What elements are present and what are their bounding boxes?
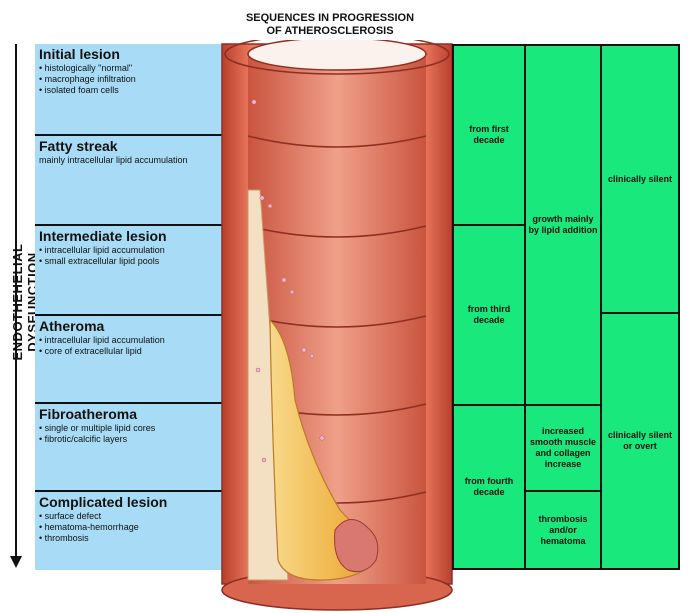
stage-atheroma: Atheroma intracellular lipid accumulatio… bbox=[35, 316, 228, 404]
stage-intermediate-lesion: Intermediate lesion intracellular lipid … bbox=[35, 226, 228, 316]
stage-bullet: fibrotic/calcific layers bbox=[39, 434, 224, 445]
stage-initial-lesion: Initial lesion histologically "normal" m… bbox=[35, 44, 228, 136]
onset-label: from third decade bbox=[467, 304, 511, 325]
onset-fourth-decade: from fourth decade bbox=[452, 404, 526, 570]
title-line-2: OF ATHEROSCLEROSIS bbox=[266, 25, 394, 37]
onset-first-decade: from first decade bbox=[452, 44, 526, 226]
clinical-silent: clinically silent bbox=[600, 44, 680, 314]
thrombus bbox=[334, 519, 379, 573]
progression-arrow-head-icon bbox=[10, 556, 22, 568]
stage-title: Complicated lesion bbox=[39, 494, 168, 510]
growth-label: increased smooth muscle and collagen inc… bbox=[529, 426, 596, 469]
growth-thrombosis: thrombosis and/or hematoma bbox=[524, 490, 602, 570]
stage-fibroatheroma: Fibroatheroma single or multiple lipid c… bbox=[35, 404, 228, 492]
growth-smooth-muscle: increased smooth muscle and collagen inc… bbox=[524, 404, 602, 492]
onset-third-decade: from third decade bbox=[452, 224, 526, 406]
stage-bullet: surface defect bbox=[39, 511, 224, 522]
stage-bullet: small extracellular lipid pools bbox=[39, 256, 224, 267]
stage-bullet: single or multiple lipid cores bbox=[39, 423, 224, 434]
stage-bullet: macrophage infiltration bbox=[39, 74, 224, 85]
foam-cells bbox=[251, 99, 325, 463]
endothelial-dysfunction-label: ENDOTHEHELIAL DYSFUNCTION bbox=[10, 243, 40, 361]
stage-description: mainly intracellular lipid accumulation bbox=[39, 155, 188, 165]
artery-illustration bbox=[221, 40, 453, 611]
stage-title: Atheroma bbox=[39, 318, 105, 334]
stage-bullet: isolated foam cells bbox=[39, 85, 224, 96]
stage-bullet: intracellular lipid accumulation bbox=[39, 335, 224, 346]
stage-complicated-lesion: Complicated lesion surface defect hemato… bbox=[35, 492, 228, 570]
growth-label: growth mainly by lipid addition bbox=[528, 214, 598, 235]
title-line-1: SEQUENCES IN PROGRESSION bbox=[245, 12, 415, 24]
growth-lipid-addition: growth mainly by lipid addition bbox=[524, 44, 602, 406]
stage-title: Intermediate lesion bbox=[39, 228, 167, 244]
onset-label: from fourth decade bbox=[464, 476, 514, 497]
growth-label: thrombosis and/or hematoma bbox=[538, 513, 588, 546]
stage-title: Fibroatheroma bbox=[39, 406, 138, 422]
stage-title: Initial lesion bbox=[39, 46, 120, 62]
stage-title: Fatty streak bbox=[39, 138, 118, 154]
stage-bullet: intracellular lipid accumulation bbox=[39, 245, 224, 256]
onset-label: from first decade bbox=[469, 124, 509, 145]
clinical-silent-or-overt: clinically silent or overt bbox=[600, 312, 680, 570]
progression-arrow-line bbox=[15, 44, 17, 558]
stage-bullet: core of extracellular lipid bbox=[39, 346, 224, 357]
stage-bullet: thrombosis bbox=[39, 533, 224, 544]
stage-bullet: hematoma-hemorrhage bbox=[39, 522, 224, 533]
clinical-label: clinically silent or overt bbox=[607, 430, 673, 451]
stage-bullet: histologically "normal" bbox=[39, 63, 224, 74]
stage-fatty-streak: Fatty streak mainly intracellular lipid … bbox=[35, 136, 228, 226]
diagram-title: SEQUENCES IN PROGRESSION OF ATHEROSCLERO… bbox=[200, 12, 460, 38]
clinical-label: clinically silent bbox=[607, 173, 673, 184]
